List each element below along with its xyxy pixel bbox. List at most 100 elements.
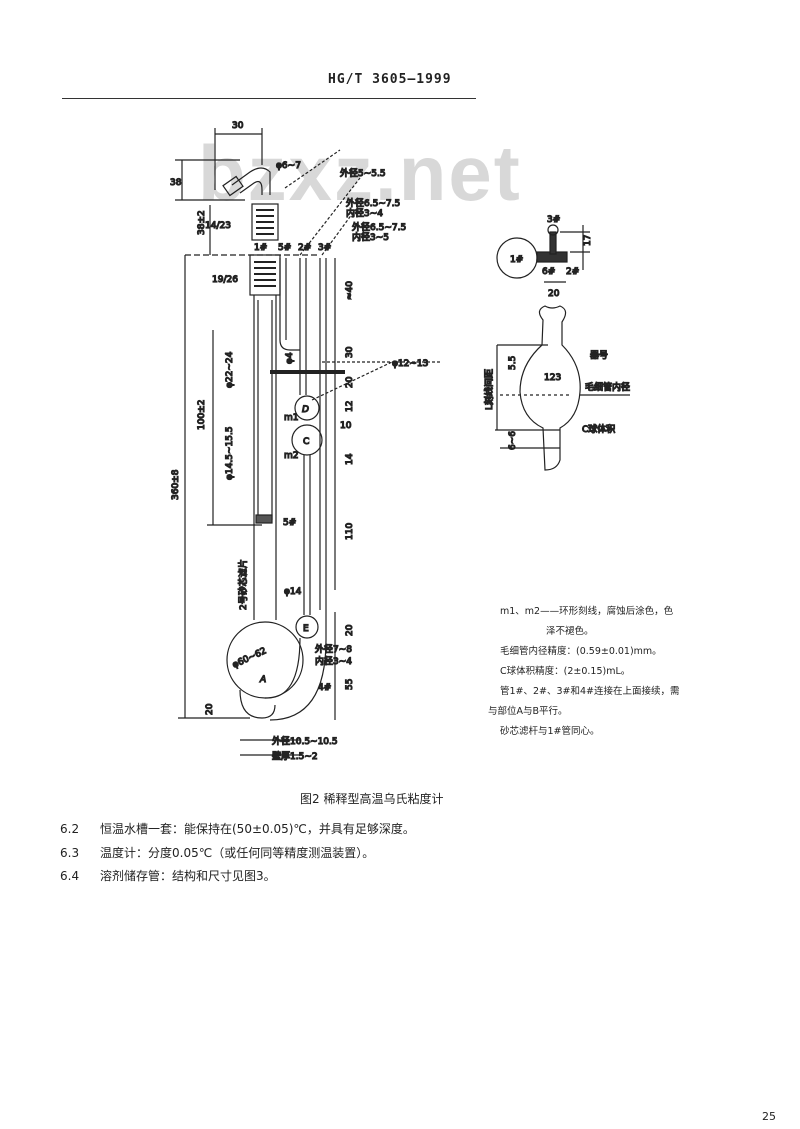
label: C球体积 bbox=[582, 423, 615, 435]
label: 内径3~4 bbox=[315, 655, 352, 667]
note-line: C球体积精度：(2±0.15)mL。 bbox=[500, 666, 631, 677]
note-line: 泽不褪色。 bbox=[546, 626, 594, 637]
label: L刻线间距 bbox=[483, 369, 495, 410]
clause-text: 溶剂储存管：结构和尺寸见图3。 bbox=[100, 869, 276, 883]
label: 10 bbox=[340, 421, 352, 431]
clause-6-4: 6.4 溶剂储存管：结构和尺寸见图3。 bbox=[60, 867, 276, 884]
label: 20 bbox=[205, 703, 215, 715]
note-line: m1、m2——环形刻线，腐蚀后涂色，色 bbox=[500, 606, 674, 617]
label: 壁厚1.5~2 bbox=[272, 750, 318, 762]
label: 38±2 bbox=[197, 210, 207, 235]
bulb-c bbox=[291, 424, 323, 456]
tube-5 bbox=[279, 258, 300, 351]
label: 外径10.5~10.5 bbox=[272, 735, 338, 747]
label: 1# bbox=[510, 255, 523, 265]
label: 器号 bbox=[590, 350, 608, 361]
label: 123 bbox=[544, 373, 561, 383]
label: φ4 bbox=[285, 352, 295, 364]
sintered-filter bbox=[255, 514, 273, 524]
drawing-line bbox=[256, 209, 274, 235]
label: 2# bbox=[566, 267, 579, 277]
label: 100±2 bbox=[197, 400, 207, 430]
note-line: 管1#、2#、3#和4#连接在上面接续，需 bbox=[500, 686, 680, 697]
label: 20 bbox=[345, 624, 355, 636]
label: A bbox=[259, 675, 266, 685]
clause-number: 6.4 bbox=[60, 869, 80, 883]
label: 14 bbox=[345, 453, 355, 465]
label: 5.5 bbox=[508, 356, 518, 370]
tube-2 bbox=[299, 258, 307, 395]
detail-bulb-c bbox=[519, 305, 581, 471]
label: 5# bbox=[278, 243, 291, 253]
capillary bbox=[303, 455, 311, 615]
tube-3 bbox=[269, 258, 327, 721]
label: 5# bbox=[283, 518, 296, 528]
label: ≈40 bbox=[345, 281, 355, 300]
label: m1 bbox=[284, 413, 299, 423]
label: 4# bbox=[318, 683, 331, 693]
label: 内径3~5 bbox=[352, 231, 389, 243]
label: 外径6.5~7.5 bbox=[346, 197, 400, 209]
note-line: 砂芯滤杆与1#管同心。 bbox=[500, 726, 600, 737]
label: 内径3~4 bbox=[346, 207, 383, 219]
label: φ22~24 bbox=[225, 351, 235, 388]
clause-number: 6.2 bbox=[60, 822, 80, 836]
upper-joint bbox=[251, 203, 279, 241]
label: 14/23 bbox=[205, 221, 231, 231]
label: 外径7~8 bbox=[315, 643, 352, 655]
label: 2号砂芯滤片 bbox=[237, 559, 249, 610]
figure-notes: m1、m2——环形刻线，腐蚀后涂色，色 泽不褪色。 毛细管内径精度：(0.59±… bbox=[488, 602, 680, 742]
note-line: 与部位A与B平行。 bbox=[488, 706, 568, 717]
drawing-line bbox=[239, 689, 276, 719]
label: 55 bbox=[345, 679, 355, 690]
label: φ12~13 bbox=[392, 359, 428, 369]
label: φ14.5~15.5 bbox=[225, 426, 235, 480]
label: 外径6.5~7.5 bbox=[352, 221, 406, 233]
label: φ6~7 bbox=[276, 161, 301, 171]
label: 3# bbox=[547, 215, 560, 225]
bulb-e bbox=[295, 615, 319, 639]
tip-cap bbox=[222, 175, 244, 197]
label: 19/26 bbox=[212, 275, 238, 285]
label: 1# bbox=[254, 243, 267, 253]
clause-text: 恒温水槽一套：能保持在(50±0.05)℃，并具有足够深度。 bbox=[100, 822, 415, 836]
viscometer-diagram: 30 38 φ6~7 14/23 38±2 19/26 外径5~5.5 外径6.… bbox=[169, 120, 630, 762]
note-line: 毛细管内径精度：(0.59±0.01)mm。 bbox=[500, 646, 662, 657]
label: 30 bbox=[345, 346, 355, 358]
header-rule bbox=[62, 98, 476, 99]
standard-header: HG/T 3605—1999 bbox=[328, 72, 452, 87]
tube-1 bbox=[253, 295, 277, 620]
label: 6~6 bbox=[508, 431, 518, 450]
figure-caption: 图2 稀释型高温乌氏粘度计 bbox=[300, 792, 444, 806]
label: 12 bbox=[345, 401, 355, 412]
label: 6# bbox=[542, 267, 555, 277]
bulb-d bbox=[294, 395, 320, 421]
label: D bbox=[302, 405, 309, 415]
label: 2# bbox=[298, 243, 311, 253]
label: m2 bbox=[284, 451, 299, 461]
drawing-line bbox=[549, 231, 557, 255]
clause-6-3: 6.3 温度计：分度0.05℃（或任何同等精度测温装置）。 bbox=[60, 844, 374, 861]
label: 110 bbox=[345, 523, 355, 540]
drawing-line bbox=[254, 261, 276, 287]
label: 17 bbox=[583, 235, 593, 246]
label: φ14 bbox=[284, 587, 302, 597]
clause-6-2: 6.2 恒温水槽一套：能保持在(50±0.05)℃，并具有足够深度。 bbox=[60, 820, 415, 837]
page-number: 25 bbox=[762, 1110, 776, 1123]
label: 38 bbox=[170, 178, 182, 188]
bent-tip bbox=[231, 167, 271, 195]
label: 3# bbox=[318, 243, 331, 253]
clause-text: 温度计：分度0.05℃（或任何同等精度测温装置）。 bbox=[100, 846, 375, 860]
label: φ60~62 bbox=[231, 646, 268, 670]
label: 20 bbox=[548, 289, 560, 299]
label: 毛细管内径 bbox=[585, 381, 630, 393]
label: E bbox=[303, 624, 309, 634]
label: 360±8 bbox=[171, 469, 181, 500]
clause-number: 6.3 bbox=[60, 846, 80, 860]
drawing-line bbox=[547, 224, 559, 236]
label: 20 bbox=[345, 376, 355, 388]
label: 外径5~5.5 bbox=[340, 167, 386, 179]
label: C bbox=[303, 437, 309, 447]
drawing-line bbox=[264, 637, 301, 699]
